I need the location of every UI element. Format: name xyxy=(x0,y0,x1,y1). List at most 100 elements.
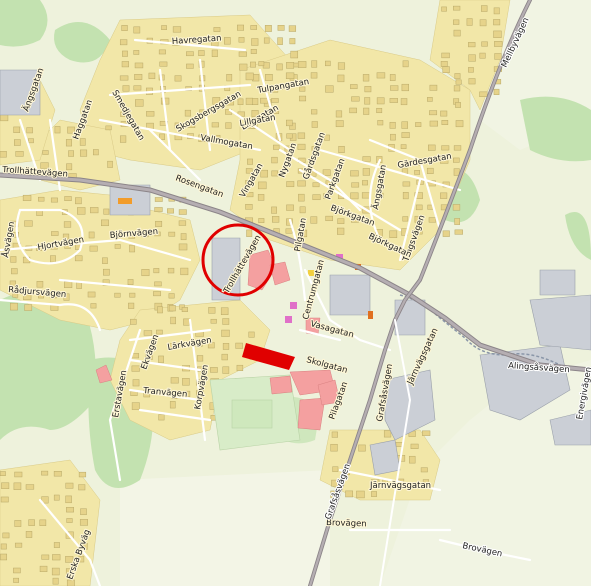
building-footprint xyxy=(36,281,44,288)
building-footprint xyxy=(157,306,163,314)
building-footprint xyxy=(0,543,7,550)
building-footprint xyxy=(493,19,501,26)
building-footprint xyxy=(38,291,44,299)
building-footprint xyxy=(442,66,450,73)
building-footprint xyxy=(22,194,32,201)
building-footprint xyxy=(64,196,72,201)
building-footprint xyxy=(453,5,461,11)
building-footprint xyxy=(79,149,88,157)
building-footprint xyxy=(330,443,338,452)
building-footprint xyxy=(64,242,71,249)
building-footprint xyxy=(78,484,86,491)
building-footprint xyxy=(210,318,217,324)
building-footprint xyxy=(178,209,187,215)
building-footprint xyxy=(468,67,474,73)
building-footprint xyxy=(422,430,431,436)
building-footprint xyxy=(277,37,283,45)
building-footprint xyxy=(331,479,339,487)
building-footprint xyxy=(155,220,163,227)
building-footprint xyxy=(271,156,278,164)
building-footprint xyxy=(178,220,187,226)
building-footprint xyxy=(41,496,49,504)
building-footprint xyxy=(222,343,230,350)
building-footprint xyxy=(134,62,144,69)
building-footprint xyxy=(350,84,358,90)
building-footprint xyxy=(251,110,259,118)
building-footprint xyxy=(362,156,371,162)
building-footprint xyxy=(0,151,7,158)
building-footprint xyxy=(299,206,306,214)
building-footprint xyxy=(402,191,409,200)
building-footprint xyxy=(427,97,433,102)
building-footprint xyxy=(351,96,360,102)
building-footprint xyxy=(145,354,153,360)
building-footprint xyxy=(208,307,216,314)
building-footprint xyxy=(401,121,408,129)
building-footprint xyxy=(250,61,256,68)
building-footprint xyxy=(414,215,423,223)
building-footprint xyxy=(466,18,473,26)
building-footprint xyxy=(286,62,295,69)
building-footprint xyxy=(159,133,165,140)
building-footprint xyxy=(452,204,461,211)
building-footprint xyxy=(131,402,140,410)
building-footprint xyxy=(207,342,215,349)
building-footprint xyxy=(133,26,141,34)
building-footprint xyxy=(180,233,187,241)
building-footprint xyxy=(332,466,339,472)
building-footprint xyxy=(362,74,370,82)
building-footprint xyxy=(184,109,191,117)
building-footprint xyxy=(121,61,129,68)
building-footprint xyxy=(170,316,176,325)
building-footprint xyxy=(153,291,161,297)
building-footprint xyxy=(114,244,121,249)
building-footprint xyxy=(159,61,168,67)
building-footprint xyxy=(272,108,280,114)
building-footprint xyxy=(102,257,108,264)
building-footprint xyxy=(429,84,438,91)
building-footprint xyxy=(222,318,230,325)
building-footprint xyxy=(238,37,245,43)
building-footprint xyxy=(90,303,97,309)
building-footprint xyxy=(440,110,448,117)
building-footprint xyxy=(288,25,297,32)
building-footprint xyxy=(14,520,22,527)
building-footprint xyxy=(220,307,229,316)
building-footprint xyxy=(210,367,218,373)
building-footprint xyxy=(12,232,19,238)
school-area xyxy=(95,249,341,451)
building-footprint xyxy=(297,180,306,187)
building-footprint xyxy=(453,19,460,25)
building-footprint xyxy=(236,364,244,371)
building-footprint xyxy=(351,182,360,188)
building-footprint xyxy=(225,122,232,129)
building-footprint xyxy=(441,120,449,125)
building-footprint xyxy=(24,304,33,311)
building-footprint xyxy=(349,107,357,114)
building-footprint xyxy=(51,231,59,236)
building-footprint xyxy=(52,554,61,561)
building-footprint xyxy=(178,243,188,251)
building-footprint xyxy=(107,160,113,168)
building-footprint xyxy=(196,355,204,362)
street-label: Järnvägsgatan xyxy=(369,481,431,491)
location-circle-marker[interactable] xyxy=(201,223,275,297)
building-footprint xyxy=(245,204,253,210)
building-footprint xyxy=(410,443,419,449)
building-footprint xyxy=(383,430,392,438)
building-footprint xyxy=(41,470,49,476)
building-footprint xyxy=(298,193,305,202)
building-footprint xyxy=(493,88,500,95)
building-footprint xyxy=(103,208,110,215)
building-footprint xyxy=(493,7,500,15)
building-footprint xyxy=(323,193,329,199)
building-footprint xyxy=(453,85,461,92)
building-footprint xyxy=(66,507,74,513)
building-footprint xyxy=(389,121,396,129)
building-footprint xyxy=(66,579,75,586)
building-footprint xyxy=(39,519,47,526)
building-footprint xyxy=(376,72,386,79)
building-footprint xyxy=(481,41,488,47)
building-footprint xyxy=(401,83,409,92)
